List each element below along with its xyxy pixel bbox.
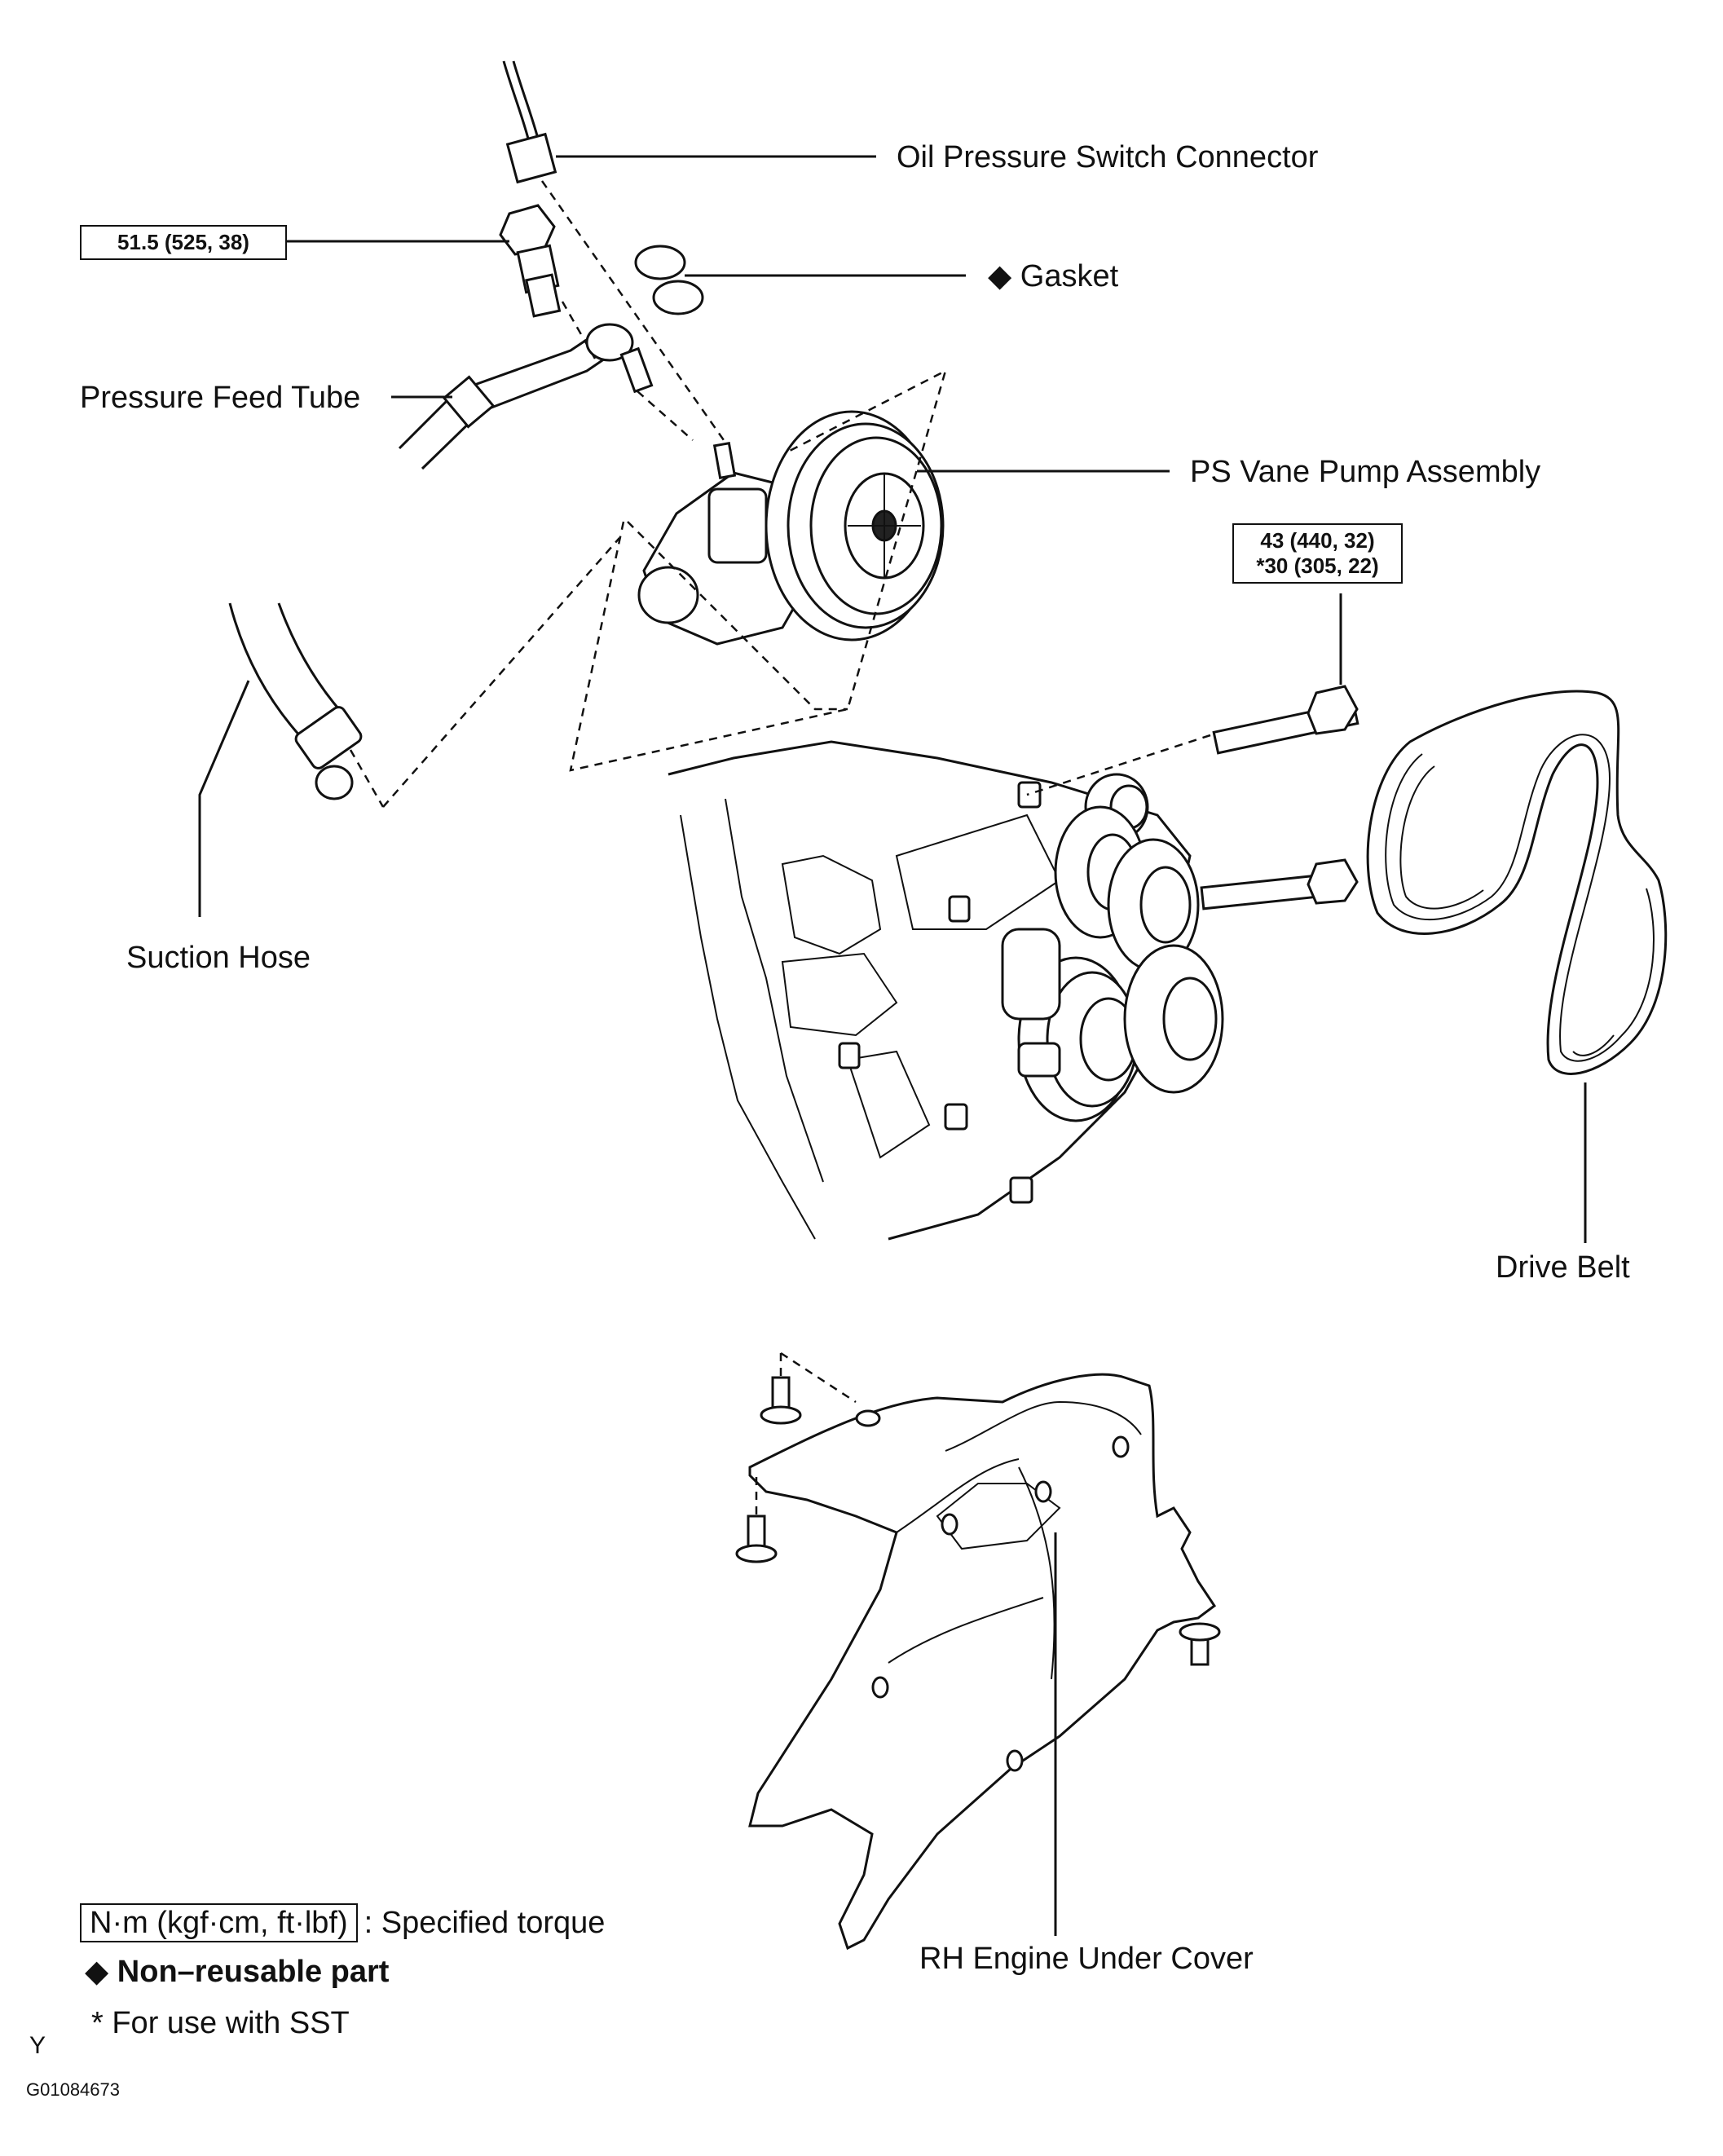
legend-torque-unit-box: N·m (kgf·cm, ft·lbf) [80,1903,358,1942]
oil-pressure-switch-connector-part [502,60,725,441]
figure-code: G01084673 [26,2079,120,2100]
torque-union-bolt-value: 51.5 (525, 38) [117,230,249,254]
suction-hose-part [228,537,620,808]
corner-mark: Y [29,2032,46,2059]
rh-engine-under-cover-part [748,1373,1217,1951]
label-gasket: ◆ Gasket [988,261,1118,292]
torque-pump-bolt-line1: 43 (440, 32) [1260,528,1375,553]
pump-mount-bolts-part [1026,685,1359,910]
diamond-icon: ◆ [988,259,1012,293]
under-cover-bolts-part [735,1351,1221,1666]
pressure-feed-tube-part [398,323,694,470]
label-drive-belt: Drive Belt [1496,1250,1630,1285]
legend-non-reusable-text: Non–reusable part [117,1955,390,1989]
label-gasket-text: Gasket [1020,259,1119,293]
torque-box-pump-bolt: 43 (440, 32) *30 (305, 22) [1232,523,1403,584]
leader-lines [198,155,1587,1936]
drive-belt-part [1366,690,1668,1075]
ps-vane-pump-part [637,410,945,646]
torque-pump-bolt-line2: *30 (305, 22) [1256,553,1379,579]
legend-non-reusable: ◆ Non–reusable part [85,1956,389,1987]
mounting-guide-outline [569,368,948,772]
diamond-icon: ◆ [85,1955,109,1989]
label-suction-hose: Suction Hose [126,941,311,975]
legend-torque: N·m (kgf·cm, ft·lbf): Specified torque [80,1903,605,1942]
union-bolt-part [499,204,597,359]
gasket-part [634,245,704,315]
label-ps-vane-pump-assembly: PS Vane Pump Assembly [1190,455,1541,489]
label-oil-pressure-switch-connector: Oil Pressure Switch Connector [897,140,1319,174]
torque-box-union-bolt: 51.5 (525, 38) [80,225,287,261]
legend-sst-note: * For use with SST [91,2006,350,2040]
label-pressure-feed-tube: Pressure Feed Tube [80,381,361,415]
label-rh-engine-under-cover: RH Engine Under Cover [919,1942,1254,1976]
engine-block-part [668,740,1224,1241]
legend-torque-desc: : Specified torque [364,1906,606,1940]
